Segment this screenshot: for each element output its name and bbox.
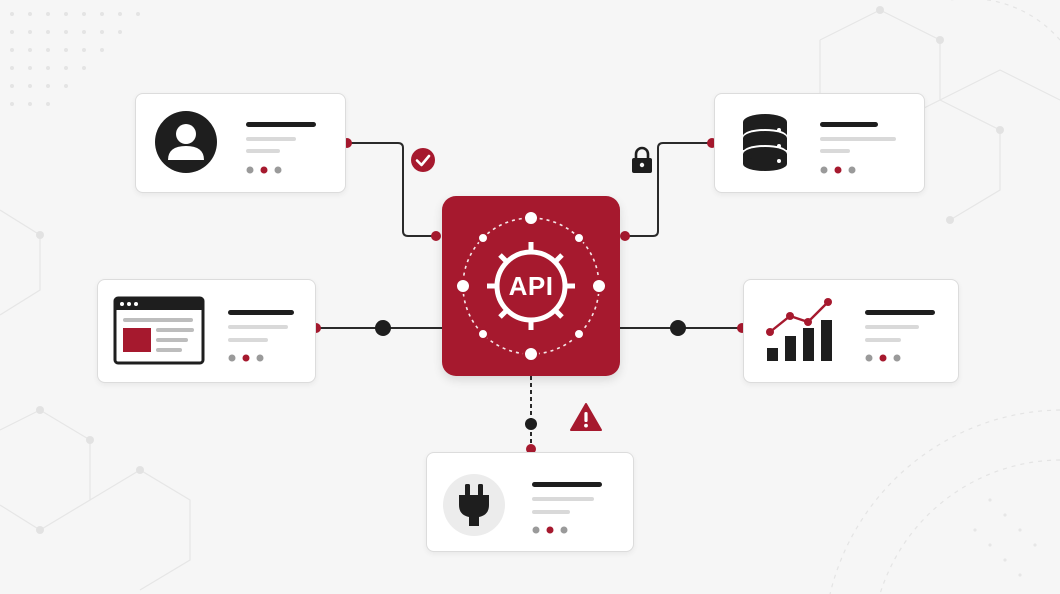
junction-dot (375, 320, 391, 336)
text-bar (820, 137, 896, 141)
hub-label: API (508, 271, 554, 301)
text-bar (865, 325, 919, 329)
junction-dot (525, 418, 537, 430)
junction-dot (670, 320, 686, 336)
text-bar (820, 149, 850, 153)
user-avatar-icon (155, 111, 217, 173)
title-bar (820, 122, 878, 127)
title-bar (532, 482, 602, 487)
power-plug-icon (459, 484, 489, 526)
node-card-analytics[interactable] (743, 279, 959, 383)
database-icon (743, 114, 787, 171)
port-dot (526, 444, 536, 454)
text-bar (532, 510, 570, 514)
text-bar (246, 149, 280, 153)
dot-grid-decoration (10, 12, 140, 106)
card-content (113, 296, 294, 365)
port-dot (431, 231, 441, 241)
node-card-web-app[interactable] (97, 279, 316, 383)
title-bar (228, 310, 294, 315)
hub-graphic (455, 210, 607, 362)
connector-user-hub (347, 142, 436, 237)
api-hub[interactable]: API (442, 196, 620, 376)
padlock-icon (632, 146, 652, 173)
title-bar (246, 122, 316, 127)
node-card-database[interactable] (714, 93, 925, 193)
dashed-arc-decoration (829, 0, 1060, 594)
node-card-plugin[interactable] (426, 452, 634, 552)
text-bar (228, 325, 288, 329)
card-content (743, 114, 896, 174)
text-bar (246, 137, 296, 141)
node-card-user[interactable] (135, 93, 346, 193)
title-bar (865, 310, 935, 315)
card-content (155, 111, 316, 174)
connector-database-hub (625, 142, 712, 237)
warning-triangle-icon (570, 403, 602, 431)
check-circle-icon (411, 148, 435, 172)
card-content (443, 474, 602, 536)
bar-chart-trend-icon (766, 298, 832, 361)
text-bar (865, 338, 901, 342)
text-bar (532, 497, 594, 501)
port-dot (620, 231, 630, 241)
gear-icon (487, 242, 575, 330)
browser-window-icon (113, 296, 205, 365)
text-bar (228, 338, 268, 342)
hex-network-decoration (0, 9, 1060, 591)
card-content (766, 298, 935, 362)
